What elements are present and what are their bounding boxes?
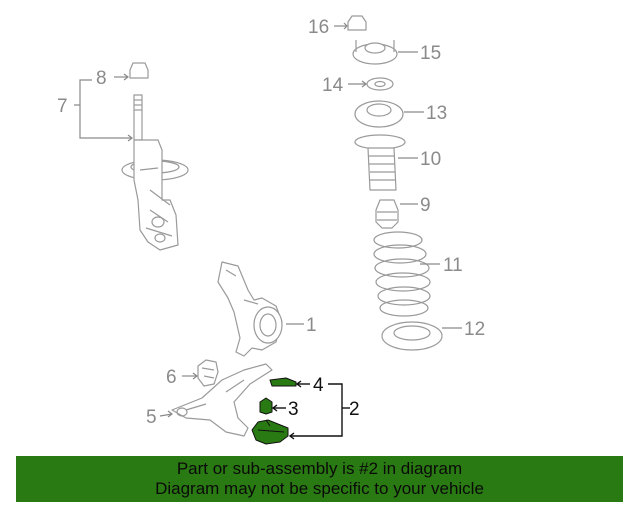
info-banner: Part or sub-assembly is #2 in diagram Di… xyxy=(16,456,623,502)
steering-knuckle-part-1 xyxy=(217,261,283,357)
callout-16: 16 xyxy=(308,17,329,38)
callout-9: 9 xyxy=(420,195,431,216)
coil-spring-part-11 xyxy=(373,231,431,317)
washer-part-14 xyxy=(366,77,394,91)
boot-part-10 xyxy=(354,134,406,191)
banner-line-1: Part or sub-assembly is #2 in diagram xyxy=(176,459,463,478)
callout-5: 5 xyxy=(146,407,157,428)
cap-part-16 xyxy=(347,15,367,31)
leader-lines xyxy=(74,22,462,440)
ball-joint-body xyxy=(251,419,289,445)
strut-nut-part-8 xyxy=(129,62,149,79)
callout-10: 10 xyxy=(420,149,441,170)
bolt-part-4 xyxy=(269,377,297,387)
parts-diagram: 1 2 3 4 5 6 7 8 9 10 11 12 13 14 15 16 xyxy=(57,15,485,445)
spring-seat-part-12 xyxy=(381,321,443,351)
ball-joint-assembly-part-2 xyxy=(251,377,297,445)
callout-13: 13 xyxy=(426,103,447,124)
callout-3: 3 xyxy=(288,399,299,420)
callout-7: 7 xyxy=(57,96,68,117)
banner-line-2: Diagram may not be specific to your vehi… xyxy=(155,479,484,498)
strut-support-part-15 xyxy=(352,40,398,65)
callout-2: 2 xyxy=(349,399,360,420)
bump-stop-part-9 xyxy=(375,199,399,229)
callout-11: 11 xyxy=(443,255,463,276)
bearing-part-13 xyxy=(354,100,404,128)
callout-6: 6 xyxy=(166,367,177,388)
callout-12: 12 xyxy=(464,319,485,340)
bushing-part-6 xyxy=(197,359,219,387)
callout-4: 4 xyxy=(313,375,324,396)
callout-1: 1 xyxy=(306,315,317,336)
callout-15: 15 xyxy=(420,43,441,64)
strut-assembly xyxy=(121,62,189,251)
nut-part-3 xyxy=(259,397,273,415)
callout-14: 14 xyxy=(322,75,344,96)
lower-control-arm-part-5 xyxy=(171,363,273,437)
callout-labels: 1 2 3 4 5 6 7 8 9 10 11 12 13 14 15 16 xyxy=(57,17,485,428)
callout-8: 8 xyxy=(96,68,107,89)
